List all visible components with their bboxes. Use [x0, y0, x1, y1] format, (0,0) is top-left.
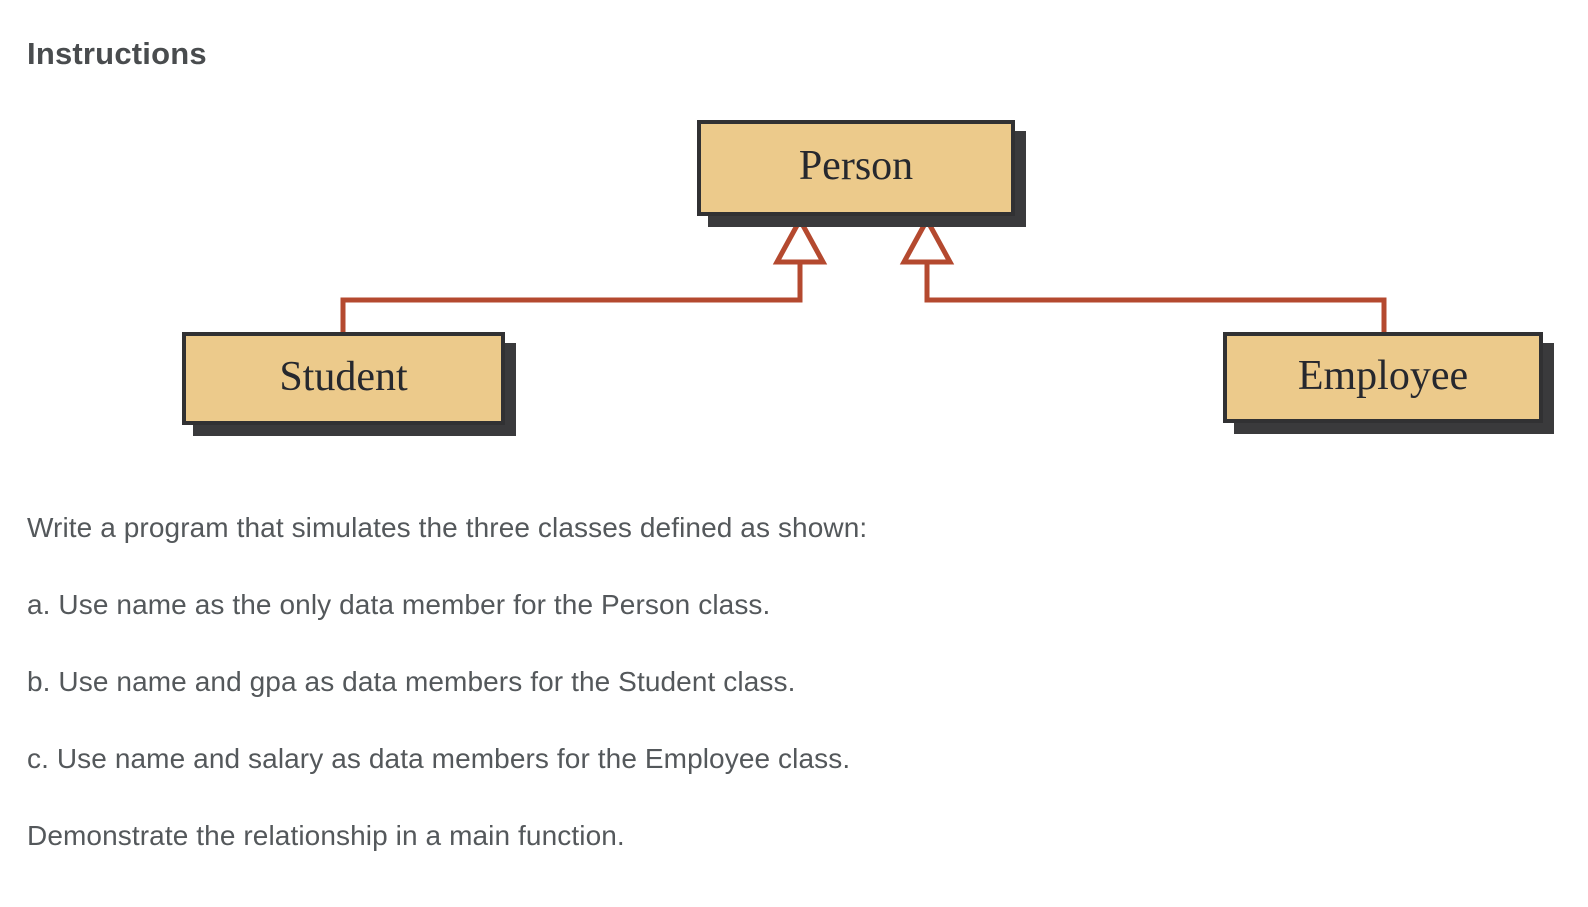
instructions-body: Write a program that simulates the three… — [27, 511, 1527, 896]
page-title: Instructions — [27, 36, 207, 71]
class-label-employee: Employee — [1297, 352, 1469, 399]
connector-line-student — [340, 260, 803, 336]
class-box-student: Student — [182, 332, 505, 425]
instruction-footer: Demonstrate the relationship in a main f… — [27, 820, 625, 851]
instruction-item-b: b. Use name and gpa as data members for … — [27, 666, 796, 697]
class-label-student: Student — [279, 353, 408, 400]
class-box-person: Person — [697, 120, 1015, 216]
inheritance-arrow-icon — [772, 214, 828, 265]
instruction-intro: Write a program that simulates the three… — [27, 512, 868, 543]
connector-line-employee — [924, 260, 1387, 336]
instruction-item-c: c. Use name and salary as data members f… — [27, 743, 851, 774]
instruction-item-a: a. Use name as the only data member for … — [27, 589, 771, 620]
inheritance-arrow-icon — [899, 214, 955, 265]
class-box-employee: Employee — [1223, 332, 1543, 423]
class-label-person: Person — [798, 143, 914, 189]
